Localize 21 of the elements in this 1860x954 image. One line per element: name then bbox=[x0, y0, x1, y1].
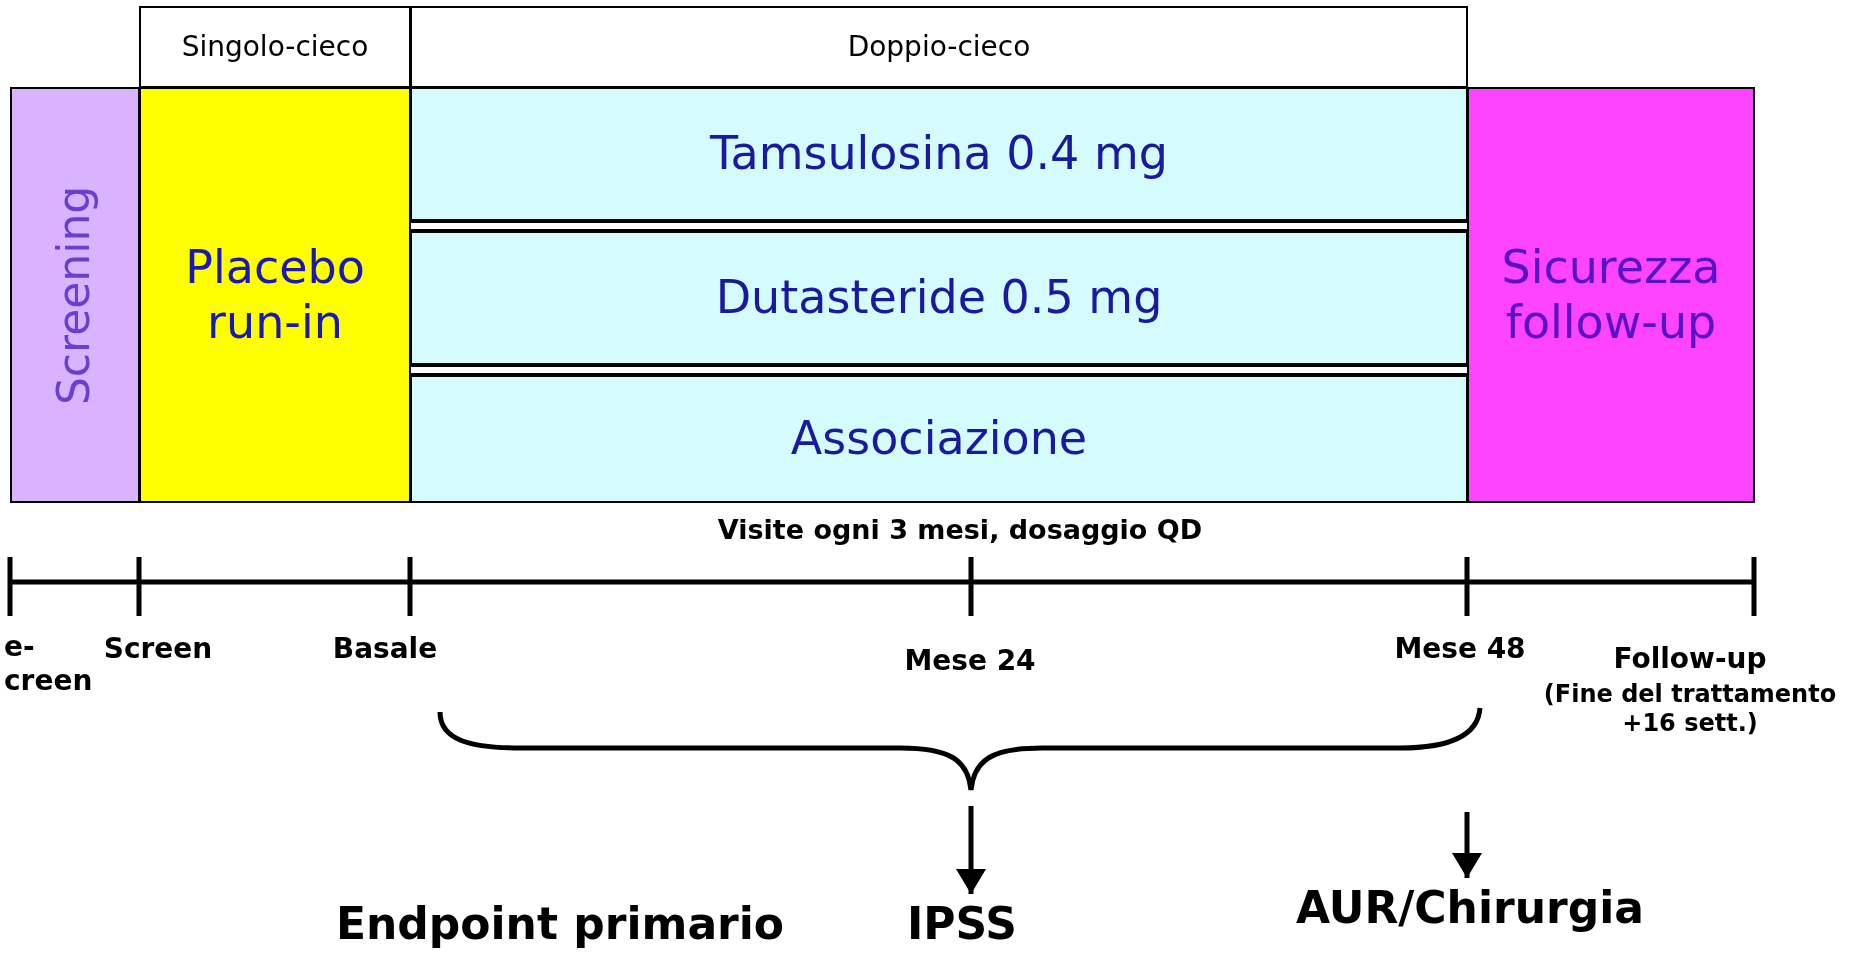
caption-text: Endpoint primario bbox=[334, 898, 786, 951]
timepoint-label: Basale bbox=[331, 632, 439, 666]
phase-block: Screening bbox=[10, 87, 140, 503]
timepoint-label: Screen bbox=[102, 632, 214, 666]
phase-block: Sicurezza follow-up bbox=[1467, 87, 1755, 503]
phase-block: Placebo run-in bbox=[139, 87, 411, 503]
timepoint-label: e- creen bbox=[4, 630, 94, 698]
arrow bbox=[1452, 812, 1482, 878]
timepoint-note: (Fine del trattamento +16 sett.) bbox=[1542, 680, 1838, 738]
note-text: Visite ogni 3 mesi, dosaggio QD bbox=[716, 514, 1204, 547]
phase-header: Singolo-cieco bbox=[139, 6, 411, 88]
treatment-arm: Tamsulosina 0.4 mg bbox=[410, 87, 1468, 223]
phase-header: Doppio-cieco bbox=[410, 6, 1468, 88]
arrow bbox=[956, 806, 986, 894]
treatment-arm: Associazione bbox=[410, 373, 1468, 503]
outcome-text: IPSS bbox=[912, 896, 1012, 952]
timepoint-label: Follow-up bbox=[1612, 642, 1768, 676]
timepoint-label: Mese 48 bbox=[1393, 632, 1527, 666]
treatment-arm: Dutasteride 0.5 mg bbox=[410, 229, 1468, 367]
timepoint-label: Mese 24 bbox=[903, 644, 1037, 678]
outcome-text: AUR/Chirurgia bbox=[1280, 880, 1660, 936]
